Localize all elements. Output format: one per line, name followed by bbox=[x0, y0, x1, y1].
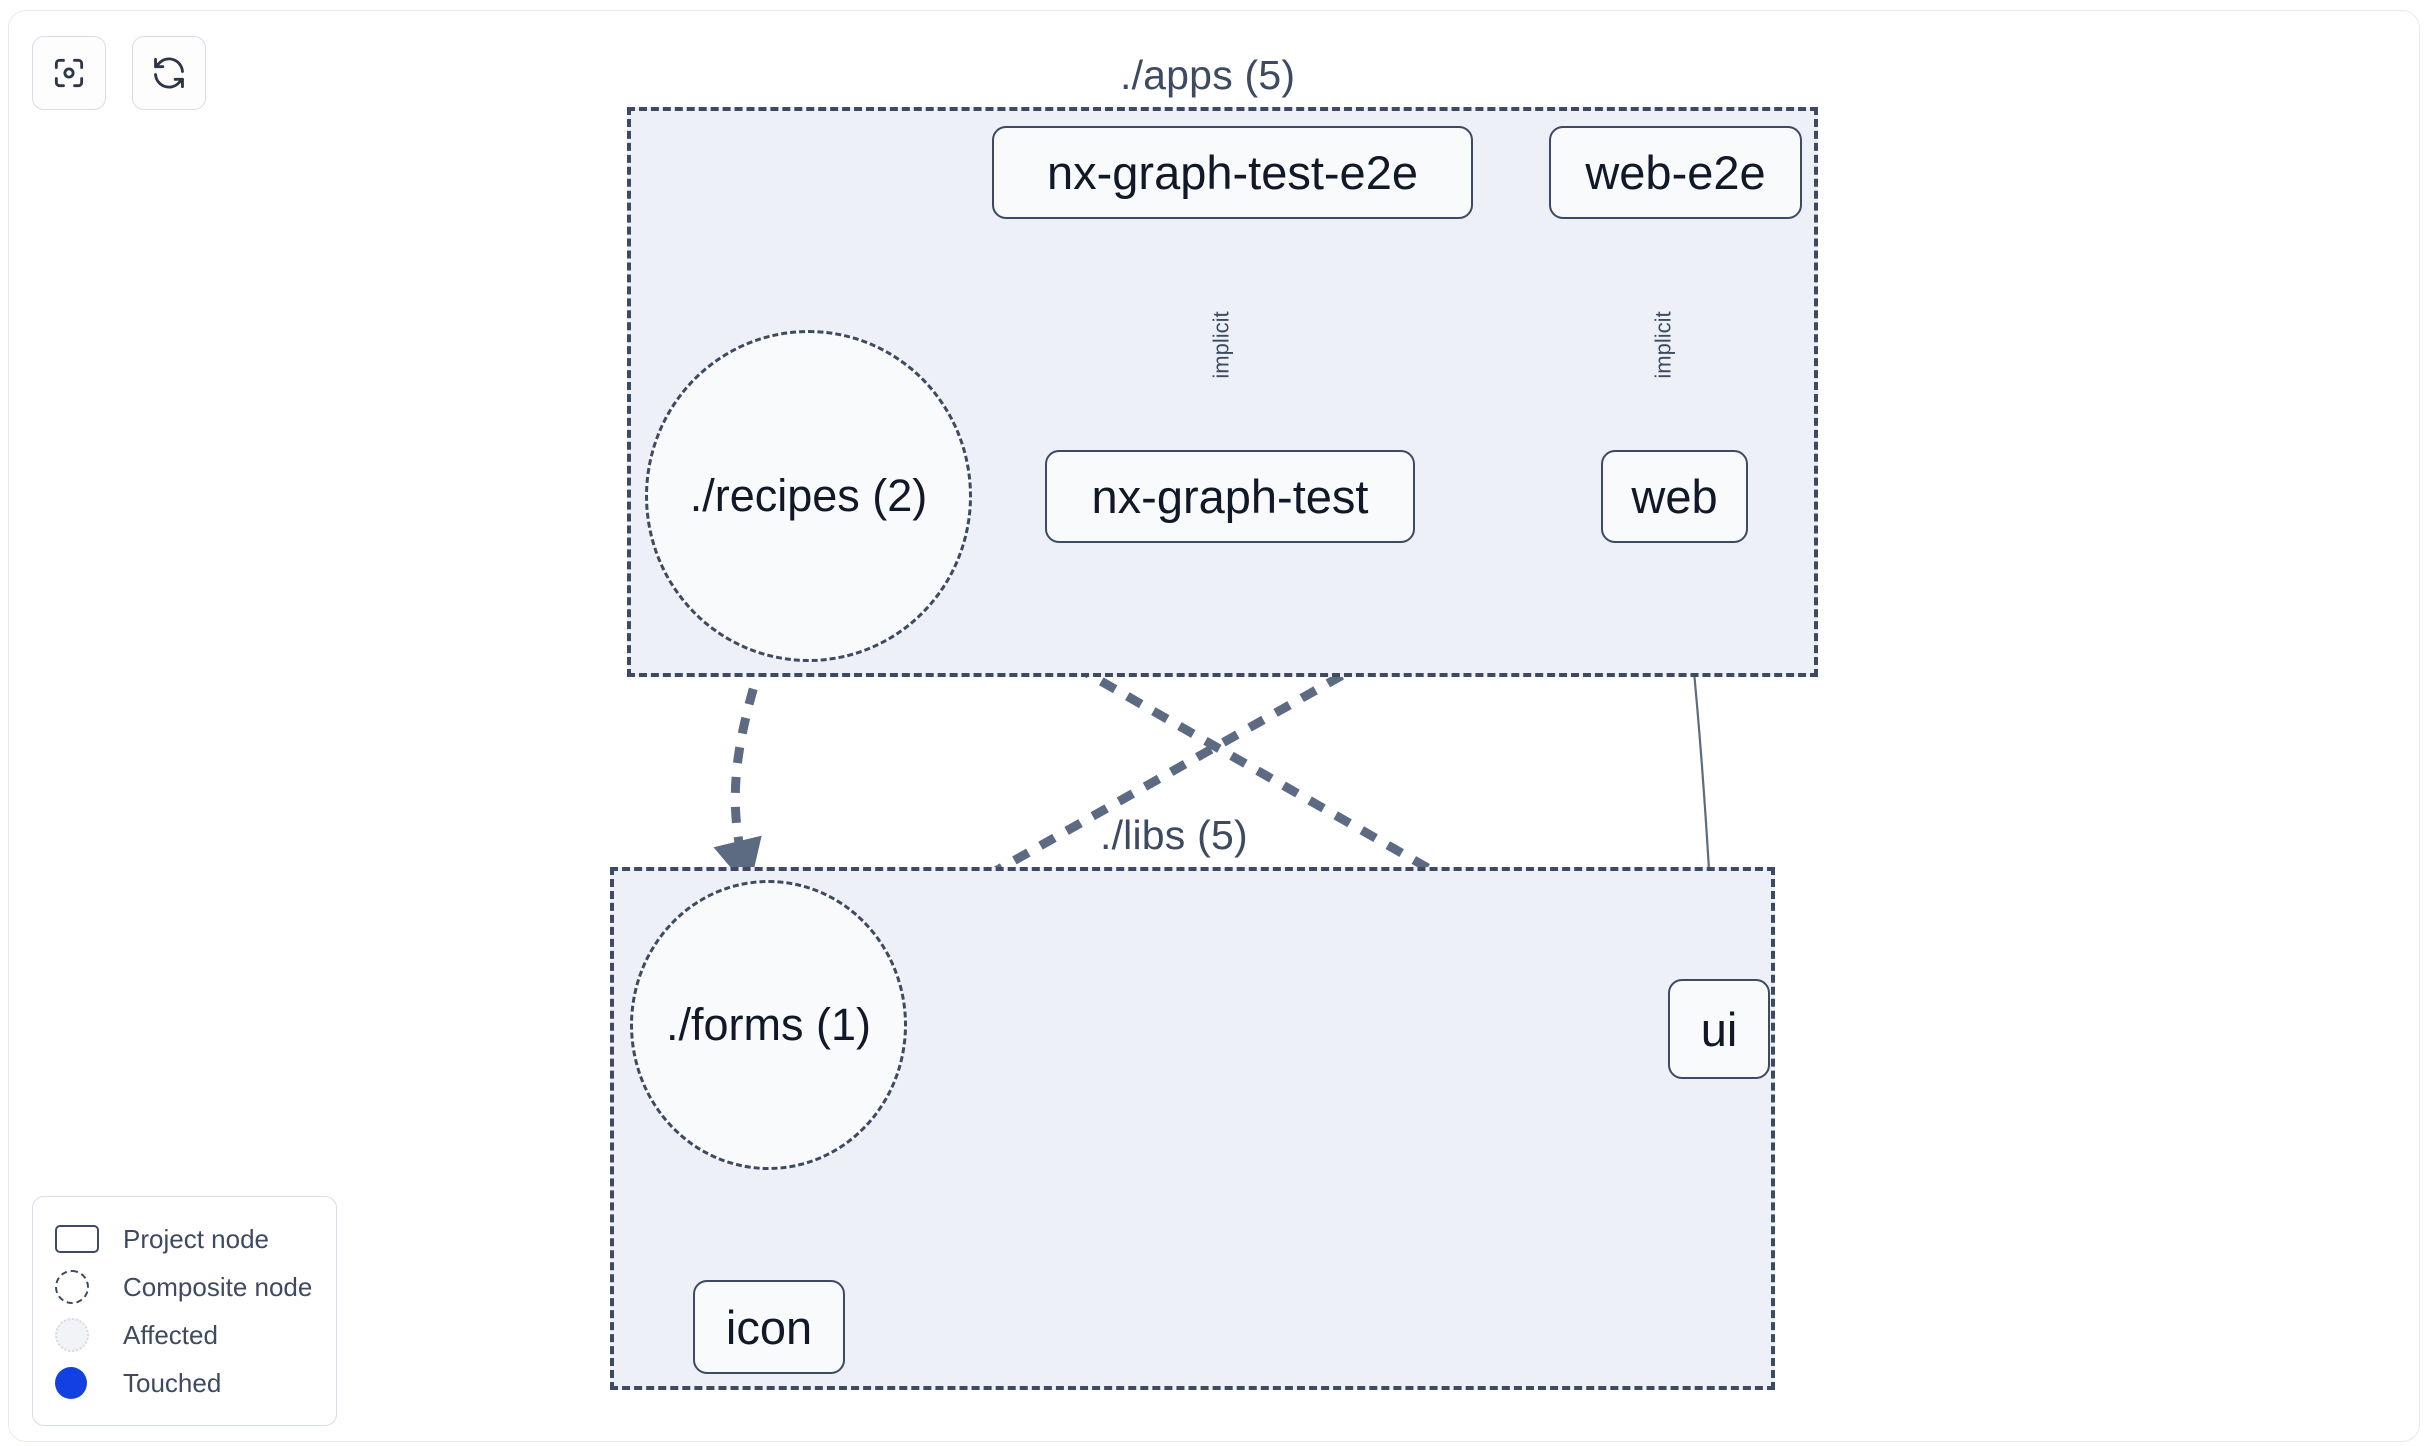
composite-node-swatch bbox=[55, 1270, 107, 1304]
refresh-icon bbox=[150, 54, 188, 92]
touched-swatch bbox=[55, 1367, 107, 1399]
legend-item-affected: Affected bbox=[55, 1311, 314, 1359]
graph-node-nx-graph-test-e2e[interactable]: nx-graph-test-e2e bbox=[992, 126, 1473, 219]
graph-node-recipes[interactable]: ./recipes (2) bbox=[645, 330, 972, 662]
edge-label-e1: implicit bbox=[1208, 311, 1234, 379]
node-label: nx-graph-test bbox=[1091, 470, 1369, 523]
graph-legend: Project node Composite node Affected Tou… bbox=[32, 1196, 337, 1426]
node-label: ./forms (1) bbox=[665, 999, 871, 1050]
legend-item-touched: Touched bbox=[55, 1359, 314, 1407]
edge-label-e2: implicit bbox=[1650, 311, 1676, 379]
group-label-libs: ./libs (5) bbox=[1100, 812, 1248, 858]
graph-toolbar bbox=[32, 36, 206, 110]
graph-node-forms[interactable]: ./forms (1) bbox=[630, 880, 907, 1170]
node-label: icon bbox=[725, 1300, 813, 1354]
legend-label: Project node bbox=[123, 1223, 269, 1254]
reload-graph-button[interactable] bbox=[132, 36, 206, 110]
graph-node-nx-graph-test[interactable]: nx-graph-test bbox=[1045, 450, 1415, 543]
project-node-swatch bbox=[55, 1225, 107, 1253]
node-label: nx-graph-test-e2e bbox=[1047, 146, 1418, 199]
group-label-apps: ./apps (5) bbox=[1120, 52, 1296, 98]
graph-node-web[interactable]: web bbox=[1601, 450, 1748, 543]
legend-label: Touched bbox=[123, 1367, 222, 1398]
node-label: ./recipes (2) bbox=[689, 470, 928, 521]
graph-node-ui[interactable]: ui bbox=[1668, 979, 1770, 1079]
node-label: ui bbox=[1700, 1002, 1738, 1056]
edge-recipes-to-forms[interactable] bbox=[713, 658, 767, 890]
graph-node-web-e2e[interactable]: web-e2e bbox=[1549, 126, 1802, 219]
graph-node-icon[interactable]: icon bbox=[693, 1280, 845, 1374]
node-label: web-e2e bbox=[1585, 146, 1766, 199]
affected-swatch bbox=[55, 1318, 107, 1352]
focus-graph-button[interactable] bbox=[32, 36, 106, 110]
legend-label: Composite node bbox=[123, 1271, 313, 1302]
focus-target-icon bbox=[50, 54, 88, 92]
node-label: web bbox=[1631, 470, 1718, 523]
legend-item-project-node: Project node bbox=[55, 1215, 314, 1263]
legend-label: Affected bbox=[123, 1319, 218, 1350]
legend-item-composite-node: Composite node bbox=[55, 1263, 314, 1311]
